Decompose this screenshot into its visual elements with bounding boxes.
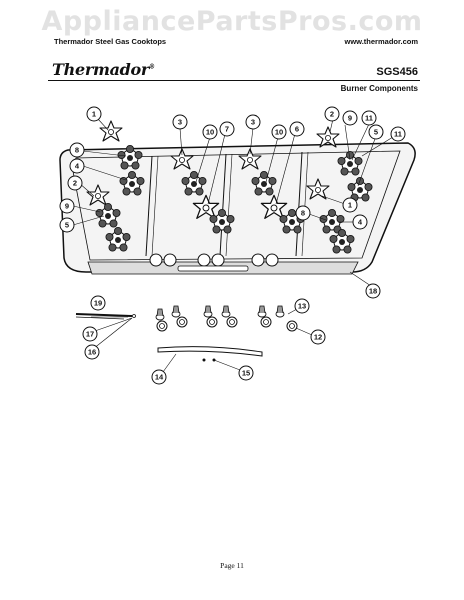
svg-text:8: 8	[301, 209, 305, 218]
callout-4: 4	[69, 158, 85, 174]
brand-logo: Thermador®	[52, 60, 155, 79]
model-number: SGS456	[376, 66, 418, 78]
callout-18: 18	[365, 283, 381, 299]
svg-text:17: 17	[86, 330, 94, 339]
svg-text:7: 7	[225, 125, 229, 134]
page-number: Page 11	[220, 561, 244, 570]
watermark: AppliancePartsPros.com	[41, 6, 423, 37]
callout-15: 15	[238, 365, 254, 381]
callout-8: 8	[295, 205, 311, 221]
callout-5: 5	[59, 217, 75, 233]
callout-17: 17	[82, 326, 98, 342]
callout-12: 12	[310, 329, 326, 345]
callout-5: 5	[368, 124, 384, 140]
callout-9: 9	[59, 198, 75, 214]
callout-7: 7	[219, 121, 235, 137]
callout-4: 4	[352, 214, 368, 230]
svg-text:2: 2	[330, 110, 334, 119]
svg-text:5: 5	[374, 128, 378, 137]
svg-text:15: 15	[242, 369, 250, 378]
callout-2: 2	[67, 175, 83, 191]
callout-3: 3	[245, 114, 261, 130]
svg-text:16: 16	[88, 348, 96, 357]
svg-text:14: 14	[155, 373, 164, 382]
callout-10: 10	[202, 124, 218, 140]
brand-name: Thermador	[52, 60, 150, 79]
svg-text:1: 1	[92, 110, 96, 119]
section-title: Burner Components	[340, 84, 418, 93]
trim-strip	[157, 346, 263, 362]
svg-text:10: 10	[275, 128, 283, 137]
callout-19: 19	[90, 295, 106, 311]
svg-text:11: 11	[394, 130, 402, 139]
callout-8: 8	[69, 142, 85, 158]
svg-text:19: 19	[94, 299, 102, 308]
callout-6: 6	[289, 121, 305, 137]
svg-text:11: 11	[365, 114, 373, 123]
svg-text:1: 1	[348, 201, 352, 210]
svg-text:8: 8	[75, 146, 79, 155]
svg-text:3: 3	[178, 118, 182, 127]
svg-text:10: 10	[206, 128, 214, 137]
callout-14: 14	[151, 369, 167, 385]
callout-11: 11	[390, 126, 406, 142]
website-link[interactable]: www.thermador.com	[344, 37, 419, 46]
svg-text:5: 5	[65, 221, 69, 230]
svg-text:9: 9	[65, 202, 69, 211]
callout-10: 10	[271, 124, 287, 140]
svg-text:9: 9	[348, 114, 352, 123]
svg-text:3: 3	[251, 118, 255, 127]
cooktop-body	[59, 142, 416, 275]
svg-text:6: 6	[295, 125, 299, 134]
callout-2: 2	[324, 106, 340, 122]
svg-text:12: 12	[314, 333, 322, 342]
header-rule	[48, 80, 420, 81]
callout-1: 1	[342, 197, 358, 213]
callout-13: 13	[294, 298, 310, 314]
svg-text:4: 4	[75, 162, 80, 171]
callout-11: 11	[361, 110, 377, 126]
control-knobs	[155, 305, 298, 332]
svg-text:2: 2	[73, 179, 77, 188]
callout-9: 9	[342, 110, 358, 126]
ignition-rod	[75, 313, 136, 320]
callout-16: 16	[84, 344, 100, 360]
svg-text:13: 13	[298, 302, 306, 311]
svg-text:18: 18	[369, 287, 377, 296]
trademark: ®	[149, 63, 155, 71]
callout-1: 1	[86, 106, 102, 122]
product-line: Thermador Steel Gas Cooktops	[54, 37, 167, 46]
leader-lines	[72, 118, 394, 373]
callout-3: 3	[172, 114, 188, 130]
svg-text:4: 4	[358, 218, 363, 227]
